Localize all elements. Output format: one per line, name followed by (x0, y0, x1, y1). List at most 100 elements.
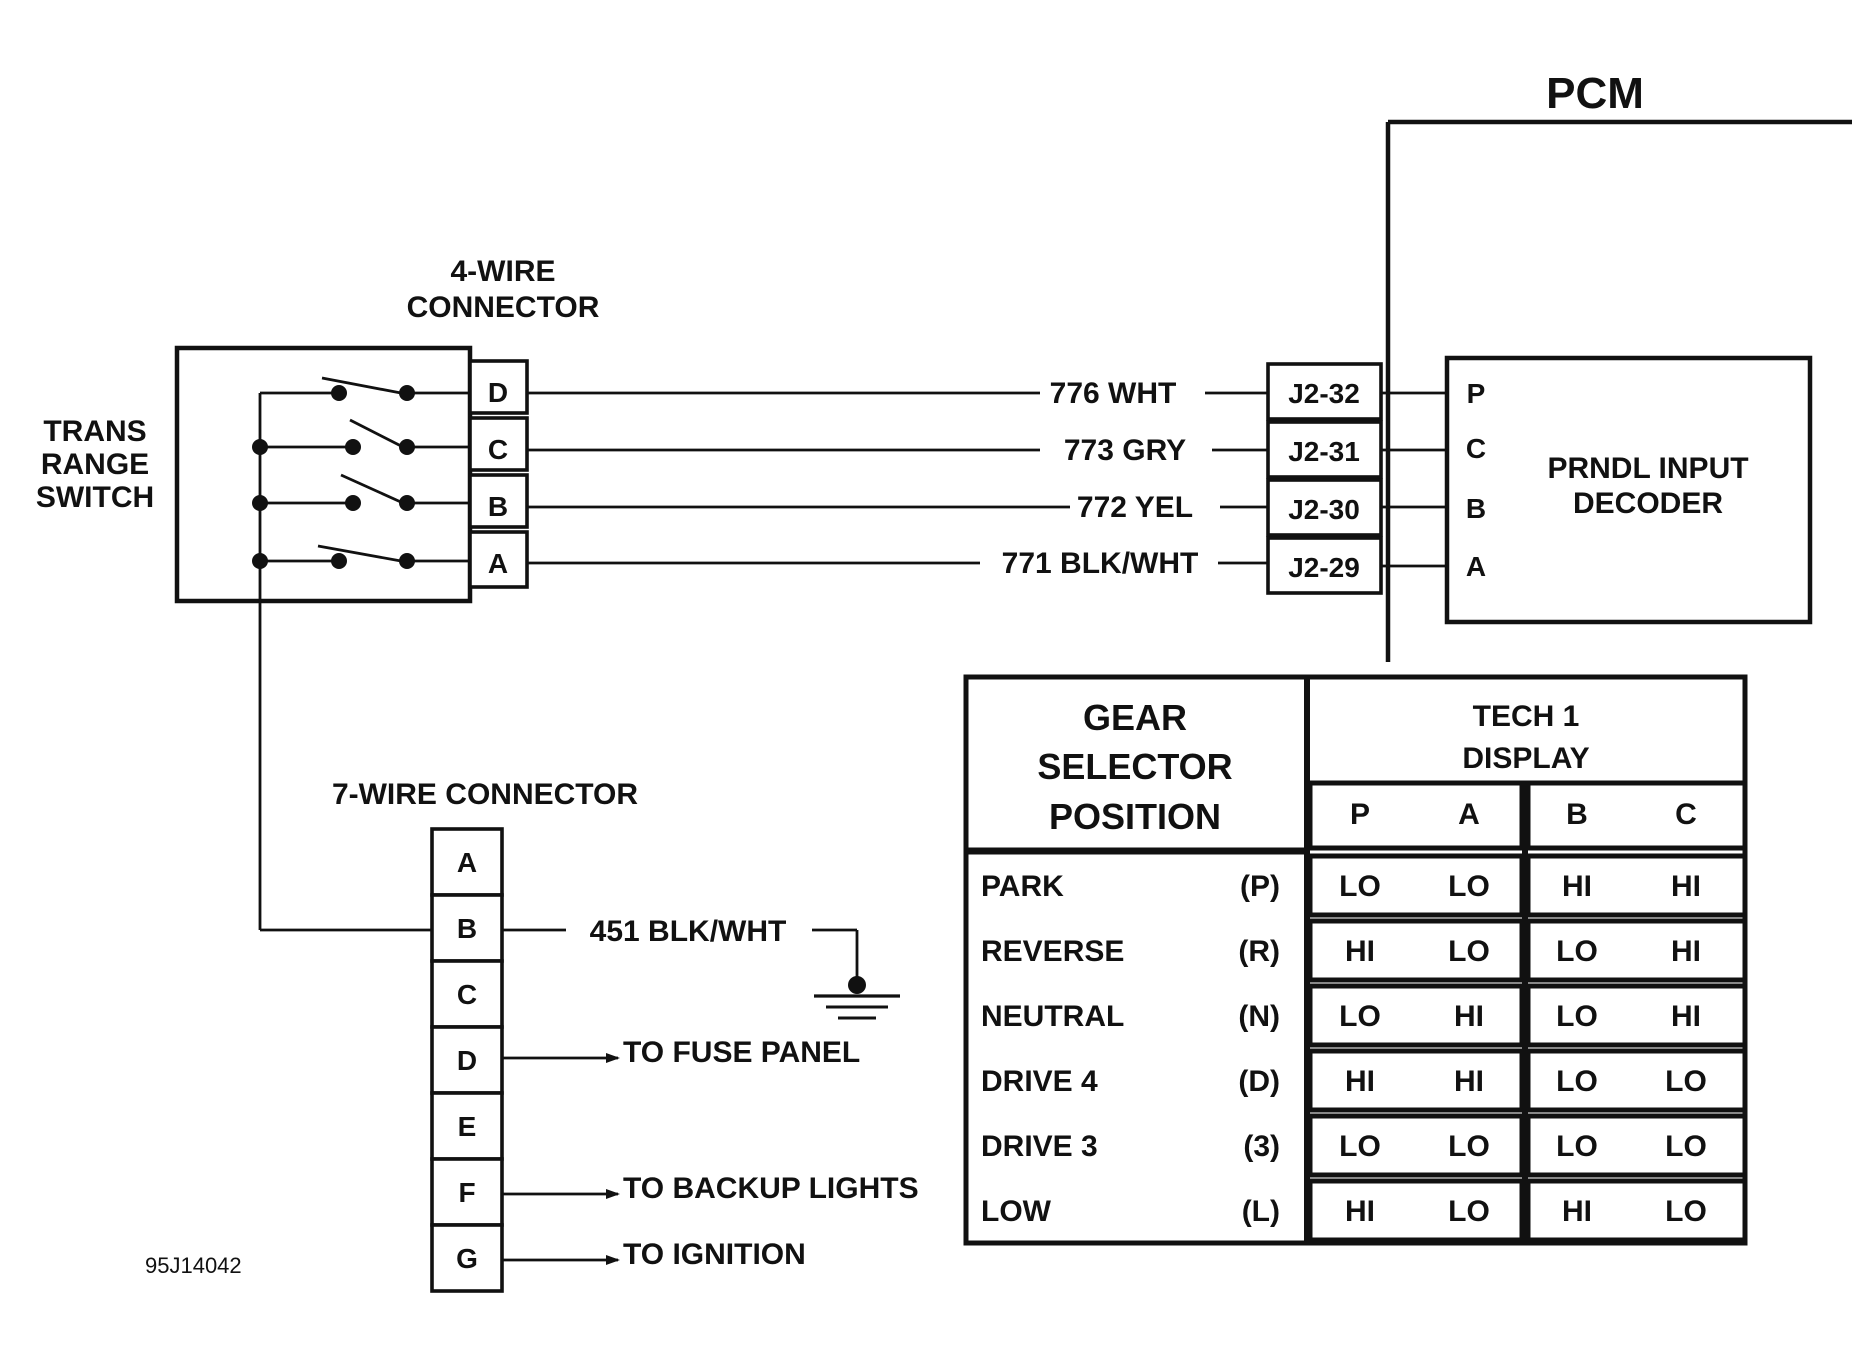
row-gear-name: LOW (981, 1195, 1052, 1228)
table-cell-box (1307, 1113, 1525, 1178)
wire-label-771: 771 BLK/WHT (1002, 547, 1199, 580)
svg-text:POSITION: POSITION (1049, 796, 1221, 837)
trans-range-switch-box (174, 345, 473, 604)
seven-wire-connector: A B C D E F G (430, 827, 504, 1293)
four-wire-connector: D C B A (468, 359, 529, 589)
ground-wire-label: 451 BLK/WHT (590, 915, 787, 948)
table-cell-box (1525, 1048, 1748, 1113)
table-cell-box (1525, 918, 1748, 983)
pin-j2-30 (1266, 478, 1383, 537)
svg-text:P: P (1350, 798, 1370, 831)
svg-text:B: B (1466, 493, 1486, 524)
pin-d (468, 359, 529, 415)
table-cell: HI (1671, 935, 1701, 968)
table-cell: LO (1665, 1065, 1707, 1098)
svg-text:J2-31: J2-31 (1288, 436, 1360, 467)
row-gear-code: (N) (1238, 1000, 1280, 1033)
row-gear-name: PARK (981, 870, 1064, 903)
table-cell-box (1525, 983, 1748, 1048)
to-ignition-label: TO IGNITION (623, 1238, 806, 1271)
svg-text:D: D (457, 1045, 477, 1076)
wire-label-776: 776 WHT (1050, 377, 1177, 410)
pin-7-f (430, 1157, 504, 1227)
table-cell: HI (1562, 870, 1592, 903)
table-cell: LO (1339, 1000, 1381, 1033)
svg-text:P: P (1467, 378, 1486, 409)
pcm-connector: J2-32 J2-31 J2-30 J2-29 (1266, 362, 1383, 595)
table-rows: PARK(P)REVERSE(R)NEUTRAL(N)DRIVE 4(D)DRI… (981, 870, 1280, 1228)
ground-circuit: 451 BLK/WHT (502, 915, 900, 1020)
pin-7-a (430, 827, 504, 897)
svg-text:F: F (458, 1177, 475, 1208)
svg-text:A: A (1458, 798, 1480, 831)
table-header: GEAR SELECTOR POSITION TECH 1 DISPLAY P … (1037, 697, 1697, 837)
table-cell: HI (1345, 1065, 1375, 1098)
svg-text:J2-32: J2-32 (1288, 378, 1360, 409)
svg-text:J2-29: J2-29 (1288, 552, 1360, 583)
svg-text:4-WIRE: 4-WIRE (451, 255, 556, 288)
row-gear-code: (P) (1240, 870, 1280, 903)
table-cell-box (1307, 918, 1525, 983)
svg-text:PRNDL INPUT: PRNDL INPUT (1547, 452, 1748, 485)
svg-text:A: A (457, 847, 477, 878)
table-cell: LO (1339, 870, 1381, 903)
svg-text:B: B (457, 913, 477, 944)
svg-text:D: D (488, 377, 508, 408)
column-header-box (1307, 780, 1525, 851)
signal-wires: 776 WHT 773 GRY 772 YEL 771 BLK/WHT (527, 377, 1268, 580)
row-gear-code: (L) (1242, 1195, 1280, 1228)
svg-text:SELECTOR: SELECTOR (1037, 746, 1232, 787)
svg-text:SWITCH: SWITCH (36, 481, 154, 514)
svg-text:A: A (488, 548, 508, 579)
svg-text:J2-30: J2-30 (1288, 494, 1360, 525)
table-cell: HI (1671, 1000, 1701, 1033)
svg-text:RANGE: RANGE (41, 448, 149, 481)
pin-j2-29 (1266, 536, 1383, 595)
table-cell: LO (1556, 1000, 1598, 1033)
table-cell: LO (1448, 1195, 1490, 1228)
svg-text:C: C (1466, 433, 1486, 464)
table-cell: LO (1339, 1130, 1381, 1163)
table-cell: LO (1448, 935, 1490, 968)
wire-label-773: 773 GRY (1064, 434, 1186, 467)
pin-j2-32 (1266, 362, 1383, 421)
table-cell-box (1525, 1113, 1748, 1178)
table-cell: LO (1665, 1195, 1707, 1228)
four-wire-label: 4-WIRE CONNECTOR (407, 255, 600, 324)
pin-7-b (430, 893, 504, 963)
seven-wire-label: 7-WIRE CONNECTOR (332, 778, 638, 811)
table-cell: HI (1345, 1195, 1375, 1228)
trans-range-switch-label: TRANS RANGE SWITCH (36, 415, 154, 514)
to-fuse-panel-label: TO FUSE PANEL (623, 1036, 860, 1069)
pin-7-g (430, 1223, 504, 1293)
row-gear-name: DRIVE 4 (981, 1065, 1098, 1098)
table-cell: LO (1556, 1130, 1598, 1163)
decoder-input-lines (1381, 391, 1447, 568)
table-cell: HI (1454, 1000, 1484, 1033)
svg-text:A: A (1466, 551, 1486, 582)
svg-text:G: G (456, 1243, 478, 1274)
seven-wire-outputs: TO FUSE PANEL TO BACKUP LIGHTS TO IGNITI… (502, 1036, 919, 1271)
svg-text:CONNECTOR: CONNECTOR (407, 291, 600, 324)
figure-id: 95J14042 (145, 1253, 242, 1278)
table-cell: HI (1671, 870, 1701, 903)
table-cell-box (1307, 983, 1525, 1048)
to-backup-lights-label: TO BACKUP LIGHTS (623, 1172, 919, 1205)
pin-7-c (430, 959, 504, 1029)
switch-contacts (252, 376, 470, 930)
table-cell: LO (1556, 935, 1598, 968)
table-cell: LO (1448, 1130, 1490, 1163)
svg-text:B: B (1566, 798, 1588, 831)
wire-label-772: 772 YEL (1077, 491, 1193, 524)
svg-text:C: C (1675, 798, 1697, 831)
table-cell: HI (1345, 935, 1375, 968)
row-gear-code: (3) (1243, 1130, 1280, 1163)
svg-text:C: C (488, 434, 508, 465)
table-cell-box (1525, 853, 1748, 918)
svg-text:C: C (457, 979, 477, 1010)
pin-c (468, 416, 529, 472)
prndl-input-decoder: P C B A PRNDL INPUT DECODER (1444, 355, 1813, 625)
svg-text:GEAR: GEAR (1083, 697, 1187, 738)
